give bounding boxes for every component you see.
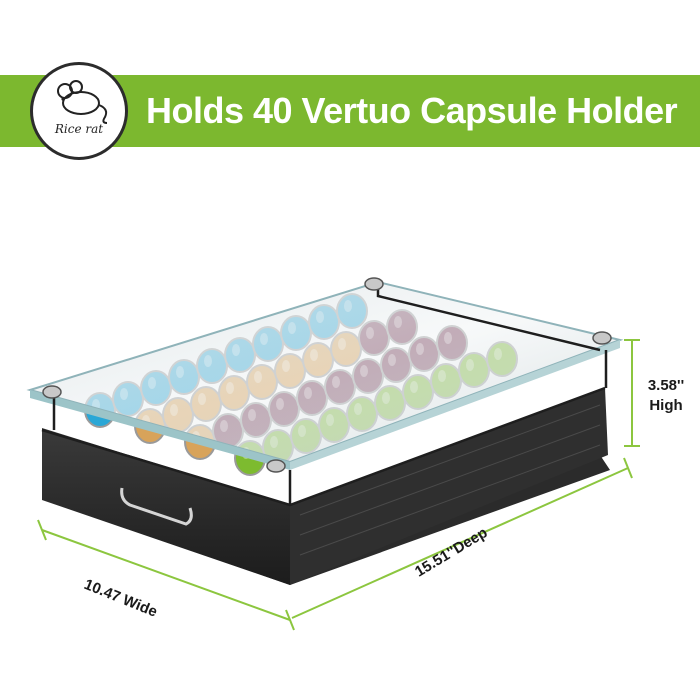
dimension-lines <box>37 339 640 631</box>
drawer-front <box>42 428 290 585</box>
brand-logo: Rice rat <box>30 62 128 160</box>
glass-edge-front <box>30 390 290 470</box>
mesh-side-panel <box>290 388 608 585</box>
drawer-handle <box>120 487 193 526</box>
logo-text: Rice rat <box>54 122 104 136</box>
banner-title: Holds 40 Vertuo Capsule Holder <box>146 90 678 131</box>
mouse-icon <box>57 80 108 124</box>
corner-knobs <box>42 277 612 473</box>
height-value: 3.58'' <box>647 377 685 394</box>
height-dimension-label: 3.58'' High <box>636 376 696 416</box>
mesh-pattern <box>299 404 601 556</box>
glass-edge-side <box>290 340 620 470</box>
height-word: High <box>649 397 683 414</box>
